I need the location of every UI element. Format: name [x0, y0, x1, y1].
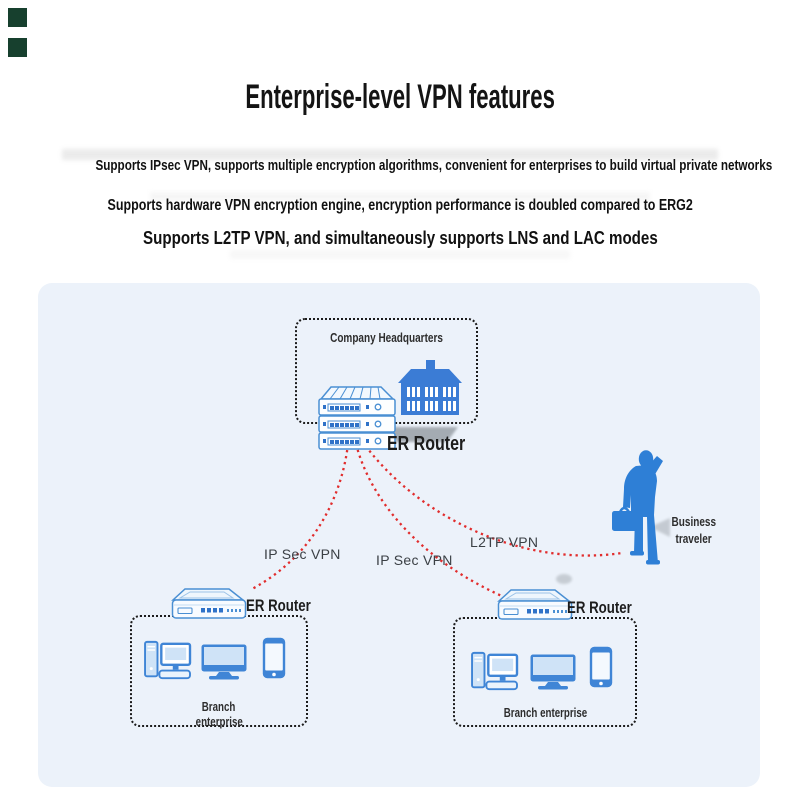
artifact-square: [8, 38, 27, 57]
connection-label-ipsec-left: IP Sec VPN: [264, 546, 341, 562]
building-icon: [398, 360, 462, 415]
translation-artifact-band: [62, 149, 718, 160]
branch-left-router-label: ER Router: [246, 596, 311, 615]
desktop-pc-icon: [471, 651, 519, 691]
artifact-square: [8, 8, 27, 27]
business-traveler-icon: [612, 450, 663, 565]
branch-left-label: Branch enterprise: [195, 700, 243, 729]
feature-line-3: Supports L2TP VPN, and simultaneously su…: [142, 228, 658, 248]
smartphone-icon: [589, 646, 613, 688]
feature-line-1: Supports IPsec VPN, supports multiple en…: [95, 157, 773, 174]
feature-line-2: Supports hardware VPN encryption engine,…: [107, 197, 693, 214]
translation-artifact-band: [230, 250, 570, 259]
connection-label-l2tp: L2TP VPN: [470, 534, 539, 550]
branch-right-label: Branch enterprise: [503, 706, 587, 720]
smartphone-icon: [262, 637, 286, 679]
hq-router-label: ER Router: [387, 433, 466, 455]
page-title-text: Enterprise-level VPN features: [245, 78, 555, 116]
monitor-icon: [530, 654, 576, 690]
headquarters-label: Company Headquarters: [330, 331, 443, 345]
desktop-pc-icon: [144, 640, 192, 680]
desktop-router-icon: [497, 589, 573, 620]
page-title: Enterprise-level VPN features: [0, 78, 800, 116]
translation-artifact-band: [150, 192, 650, 201]
branch-right-router-label: ER Router: [567, 598, 632, 617]
desktop-router-icon: [171, 588, 247, 619]
connection-label-ipsec-right: IP Sec VPN: [376, 552, 453, 568]
monitor-icon: [201, 644, 247, 680]
traveler-label: Business traveler: [671, 515, 717, 546]
